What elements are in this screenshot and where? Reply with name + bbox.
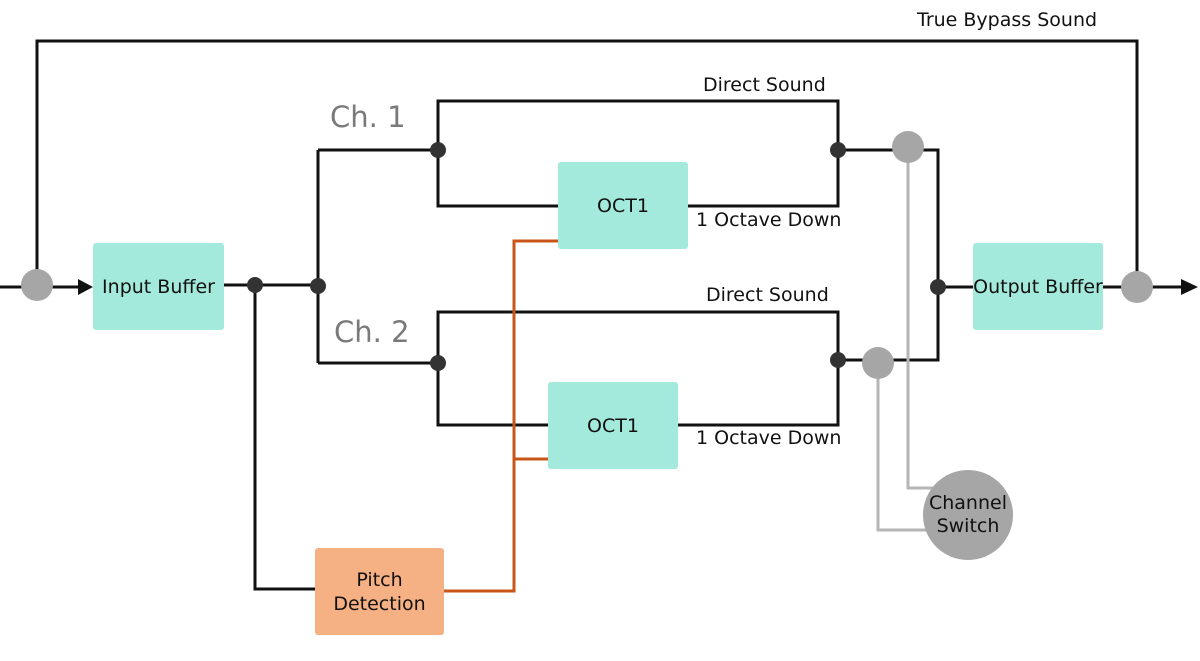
pitch-detection-label-1: Pitch (356, 568, 403, 591)
junction-dot (930, 279, 946, 295)
junction-dot (430, 355, 446, 371)
pitch-control-line (444, 239, 558, 593)
channel-switch-label-1: Channel (928, 492, 1007, 514)
ch1-out-line (838, 148, 940, 287)
channel-2-label: Ch. 2 (334, 315, 410, 349)
oct1-block-ch1: OCT1 (558, 162, 688, 249)
octave-down-label-ch2: 1 Octave Down (696, 427, 842, 449)
bypass-switch-out (1121, 271, 1153, 303)
input-buffer-label: Input Buffer (102, 275, 215, 298)
true-bypass-line (35, 39, 1139, 285)
switch-control-line-1 (906, 147, 935, 490)
ch2-switch-point (862, 347, 894, 379)
switch-control-line-2 (876, 363, 935, 532)
channel-1-label: Ch. 1 (330, 100, 406, 134)
ch1-switch-point (892, 131, 924, 163)
true-bypass-label: True Bypass Sound (917, 9, 1098, 31)
ch2-out-line (838, 287, 940, 362)
output-buffer-label: Output Buffer (973, 275, 1103, 298)
channel-switch: Channel Switch (923, 470, 1013, 560)
junction-dot (310, 278, 326, 294)
pitch-feed-line (253, 285, 315, 591)
ch1-direct-line (436, 99, 840, 150)
ch2-octave-line (436, 360, 840, 427)
oct1-block-ch2: OCT1 (548, 382, 678, 469)
oct1-label-ch2: OCT1 (587, 414, 639, 437)
bypass-switch-in (21, 269, 53, 301)
direct-sound-label-ch1: Direct Sound (703, 74, 826, 96)
junction-dot (830, 352, 846, 368)
pitch-detection-block: Pitch Detection (315, 548, 444, 635)
junction-dot (247, 277, 263, 293)
junction-dot (830, 142, 846, 158)
pitch-detection-label-2: Detection (333, 592, 426, 615)
input-arrow (78, 279, 93, 295)
output-arrow (1181, 279, 1198, 295)
input-buffer-block: Input Buffer (93, 243, 224, 330)
direct-sound-label-ch2: Direct Sound (706, 284, 829, 306)
octave-down-label-ch1: 1 Octave Down (696, 209, 842, 231)
ch2-direct-line (436, 310, 840, 363)
channel-switch-label-2: Switch (936, 515, 1000, 537)
oct1-label-ch1: OCT1 (597, 194, 649, 217)
output-buffer-block: Output Buffer (973, 243, 1103, 330)
junction-dot (430, 142, 446, 158)
ch1-octave-line (436, 150, 840, 208)
